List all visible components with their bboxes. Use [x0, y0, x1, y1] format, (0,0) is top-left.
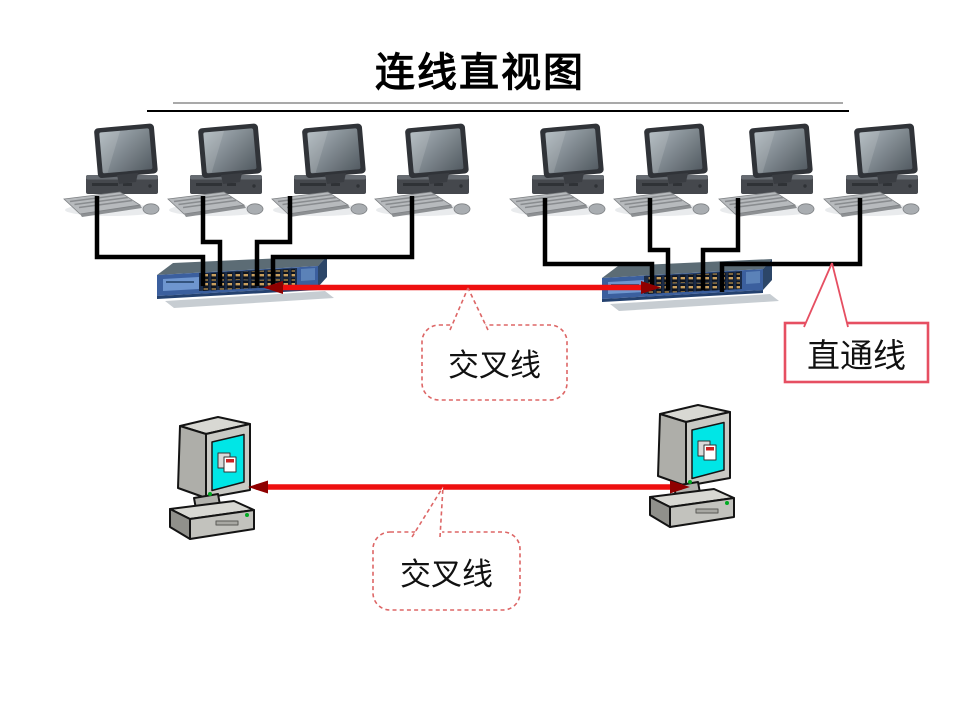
callout-label-straight-through: 直通线 — [807, 338, 906, 375]
network-switch-icon — [157, 256, 334, 308]
ethernet-cable — [647, 198, 671, 290]
ethernet-cable — [94, 196, 206, 286]
ethernet-cable — [200, 196, 223, 286]
workstation-icon — [718, 122, 815, 218]
workstation-group-left — [63, 122, 471, 218]
workstation-icon — [613, 122, 710, 218]
workstation-icon — [63, 122, 160, 218]
desktop-pc-icon — [169, 416, 255, 540]
callout-label-crossover-top: 交叉线 — [448, 348, 541, 383]
ethernet-cable — [700, 198, 741, 290]
desktop-pc-icon — [649, 404, 735, 528]
workstation-icon — [509, 122, 606, 218]
workstation-icon — [271, 122, 368, 218]
title-underline-black — [147, 110, 849, 113]
title-underline-gray — [173, 102, 843, 104]
slide-title: 连线直视图 — [375, 50, 585, 95]
straight-through-cables — [94, 196, 863, 292]
workstation-icon — [823, 122, 920, 218]
ethernet-cable — [542, 198, 655, 290]
ethernet-cable — [254, 196, 293, 286]
workstation-icon — [374, 122, 471, 218]
crossover-cable-top — [263, 281, 661, 294]
callout-label-crossover-bottom: 交叉线 — [400, 556, 493, 592]
callout-shape-straight-through — [783, 262, 930, 384]
ethernet-cable — [719, 198, 863, 292]
workstation-icon — [167, 122, 264, 218]
callout-shape-crossover-top — [421, 287, 568, 401]
ethernet-cable — [270, 196, 415, 287]
callout-shape-crossover-bottom — [372, 486, 521, 611]
crossover-cable-bottom — [248, 480, 690, 494]
workstation-group-right — [509, 122, 920, 218]
